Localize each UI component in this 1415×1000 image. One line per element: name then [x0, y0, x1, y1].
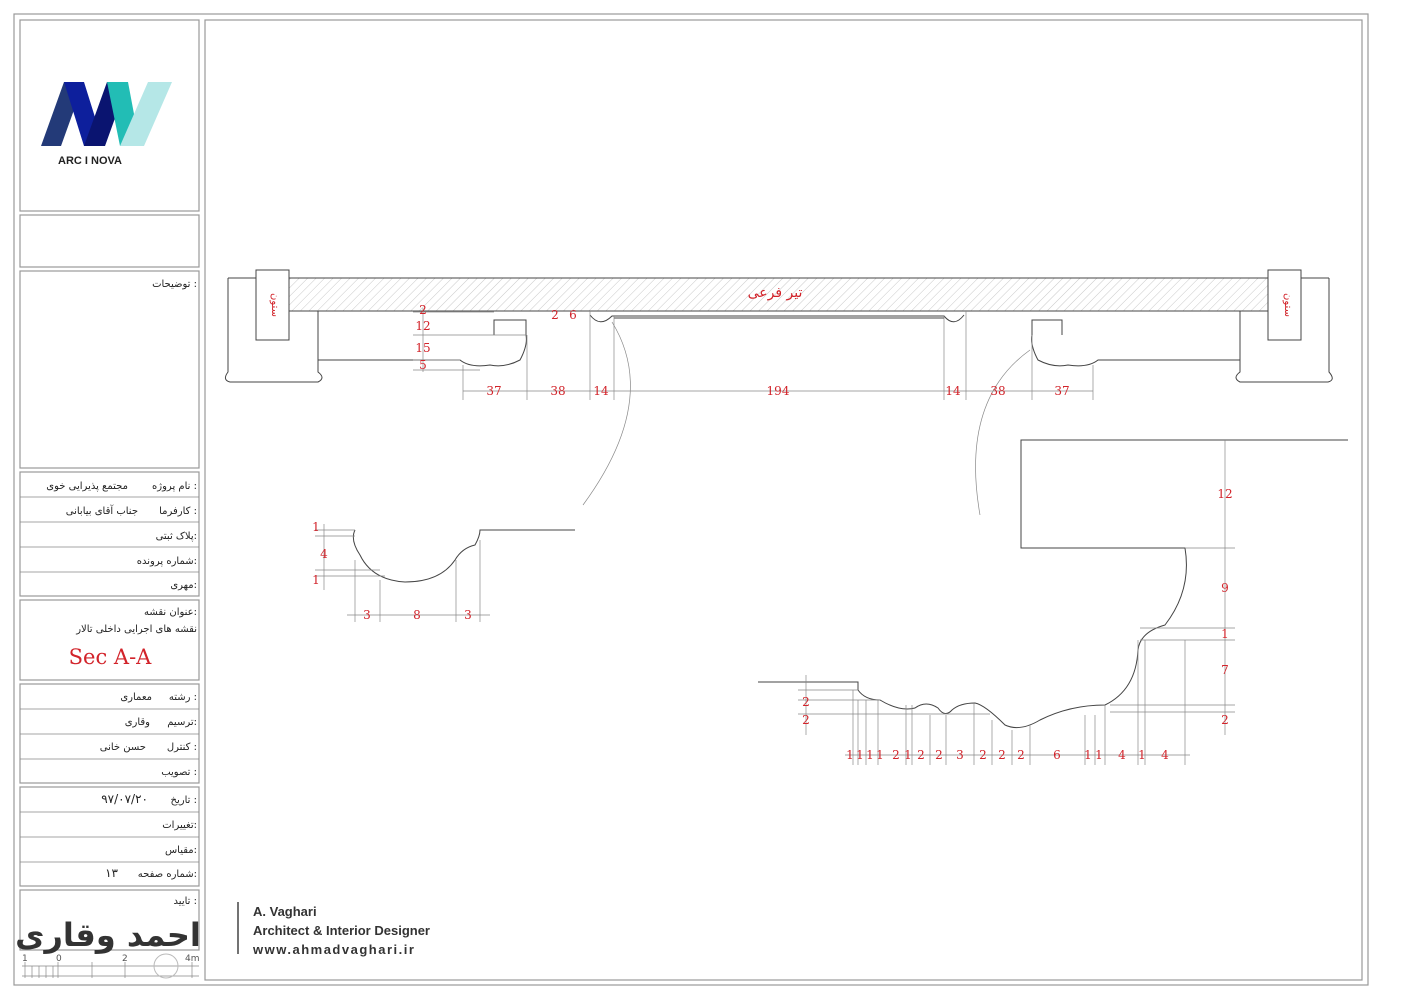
- drawn-value: وقاری: [125, 717, 150, 728]
- check-label: کنترل :: [167, 742, 197, 753]
- sheet-title-value: نقشه های اجرایی داخلی تالار: [75, 624, 197, 635]
- engineer-label: مهری:: [170, 580, 197, 591]
- right-detail-bottom-dimension: 1: [1138, 748, 1146, 762]
- section-dimension: 14: [945, 384, 961, 398]
- project-value: مجتمع پذیرایی خوی: [46, 481, 128, 492]
- right-detail-vertical-dimension: 7: [1221, 663, 1229, 677]
- section-dimension: 37: [1054, 384, 1069, 398]
- drawn-label: ترسیم:: [167, 717, 197, 728]
- right-detail-bottom-dimension: 2: [998, 748, 1006, 762]
- right-detail-vertical-dimension: 2: [1221, 713, 1229, 727]
- section-dimension: 38: [550, 384, 565, 398]
- designer-name: A. Vaghari: [253, 904, 317, 919]
- check-value: حسن خانی: [100, 742, 146, 753]
- section-a-a: تیر فرعی ستون ستون: [224, 269, 1348, 765]
- right-detail-bottom-dimension: 1: [1084, 748, 1092, 762]
- section-dimension: 38: [990, 384, 1005, 398]
- right-detail-bottom-dimension: 2: [917, 748, 925, 762]
- scale-tick: 2: [122, 954, 128, 964]
- section-name: Sec A-A: [69, 645, 153, 669]
- scale-label: مقیاس:: [165, 845, 197, 856]
- designer-website[interactable]: www.ahmadvaghari.ir: [253, 942, 416, 957]
- right-detail-bottom-dimension: 1: [846, 748, 854, 762]
- right-detail-bottom-dimension: 1: [856, 748, 864, 762]
- right-detail-bottom-dimension: 1: [904, 748, 912, 762]
- right-detail-bottom-dimension: 1: [1095, 748, 1103, 762]
- client-label: کارفرما :: [159, 506, 197, 517]
- page-value: ۱۳: [105, 866, 118, 880]
- right-detail-bottom-dimension: 1: [876, 748, 884, 762]
- section-dimension: 14: [593, 384, 609, 398]
- left-detail-dimension: 3: [363, 608, 371, 622]
- plot-label: پلاک ثبتی:: [156, 531, 197, 542]
- beam-label: تیر فرعی: [748, 285, 803, 301]
- logo-text: ARC I NOVA: [58, 155, 122, 167]
- scale-tick: 1: [22, 954, 28, 964]
- section-dimension: 15: [415, 341, 430, 355]
- section-dimension: 12: [415, 319, 430, 333]
- right-detail-bottom-dimension: 2: [1017, 748, 1025, 762]
- right-detail-vertical-dimension: 1: [1221, 627, 1229, 641]
- left-detail-dimension: 4: [320, 547, 328, 561]
- section-dimension: 194: [767, 384, 790, 398]
- section-dimension: 2: [551, 308, 559, 322]
- left-detail-dimension: 3: [464, 608, 472, 622]
- file-label: شماره پرونده:: [137, 556, 197, 567]
- section-dimension: 2: [419, 303, 427, 317]
- compass-icon: [153, 953, 179, 979]
- scale-tick: 0: [56, 954, 62, 964]
- notes-label: توضیحات :: [152, 279, 197, 290]
- watermark-logo: احمد وقاری: [15, 916, 201, 954]
- drawing-frame: [204, 19, 1363, 981]
- date-label: تاریخ :: [171, 795, 197, 806]
- project-label: نام پروژه :: [152, 481, 197, 492]
- scale-bar: 1 0 2 4m: [22, 953, 200, 979]
- signature-block: A. Vaghari Architect & Interior Designer…: [253, 902, 430, 959]
- date-value: ۹۷/۰۷/۲۰: [101, 792, 148, 806]
- left-detail-dimension: 1: [312, 573, 320, 587]
- confirm-label: تایید :: [174, 896, 197, 907]
- sheet-border: [13, 13, 1369, 986]
- changes-label: تغییرات:: [162, 820, 197, 831]
- arc-nova-logo: ARC I NOVA: [41, 82, 172, 167]
- section-dimension: 37: [486, 384, 501, 398]
- client-value: جناب آقای بیابانی: [66, 504, 138, 517]
- title-block-frames: [19, 19, 200, 951]
- right-detail-bottom-dimension: 4: [1161, 748, 1169, 762]
- right-detail-vertical-dimension: 9: [1221, 581, 1229, 595]
- approve-label: تصویب :: [161, 767, 197, 778]
- right-detail-bottom-dimension: 4: [1118, 748, 1126, 762]
- right-detail-left-dimension: 2: [802, 695, 810, 709]
- section-dimension: 6: [569, 308, 577, 322]
- right-detail-left-dimension: 2: [802, 713, 810, 727]
- sheet-title-label: عنوان نقشه:: [144, 607, 197, 618]
- right-detail-bottom-dimension: 1: [866, 748, 874, 762]
- right-detail-vertical-dimension: 12: [1217, 487, 1232, 501]
- designer-role: Architect & Interior Designer: [253, 923, 430, 938]
- left-detail-dimension: 8: [413, 608, 421, 622]
- discipline-label: رشته :: [169, 692, 197, 703]
- column-left: [255, 269, 290, 341]
- page-label: شماره صفحه:: [138, 869, 197, 880]
- right-detail-bottom-dimension: 3: [956, 748, 964, 762]
- column-label-right: ستون: [1282, 293, 1293, 317]
- right-detail-bottom-dimension: 6: [1053, 748, 1061, 762]
- beam: [288, 277, 1269, 312]
- right-detail-bottom-dimension: 2: [935, 748, 943, 762]
- right-detail-bottom-dimension: 2: [892, 748, 900, 762]
- column-right: [1267, 269, 1302, 341]
- scale-tick: 4m: [185, 954, 200, 964]
- left-detail-dimension: 1: [312, 520, 320, 534]
- right-detail-bottom-dimension: 2: [979, 748, 987, 762]
- column-label-left: ستون: [269, 293, 280, 317]
- section-dimension: 5: [419, 358, 427, 372]
- discipline-value: معماری: [120, 692, 152, 703]
